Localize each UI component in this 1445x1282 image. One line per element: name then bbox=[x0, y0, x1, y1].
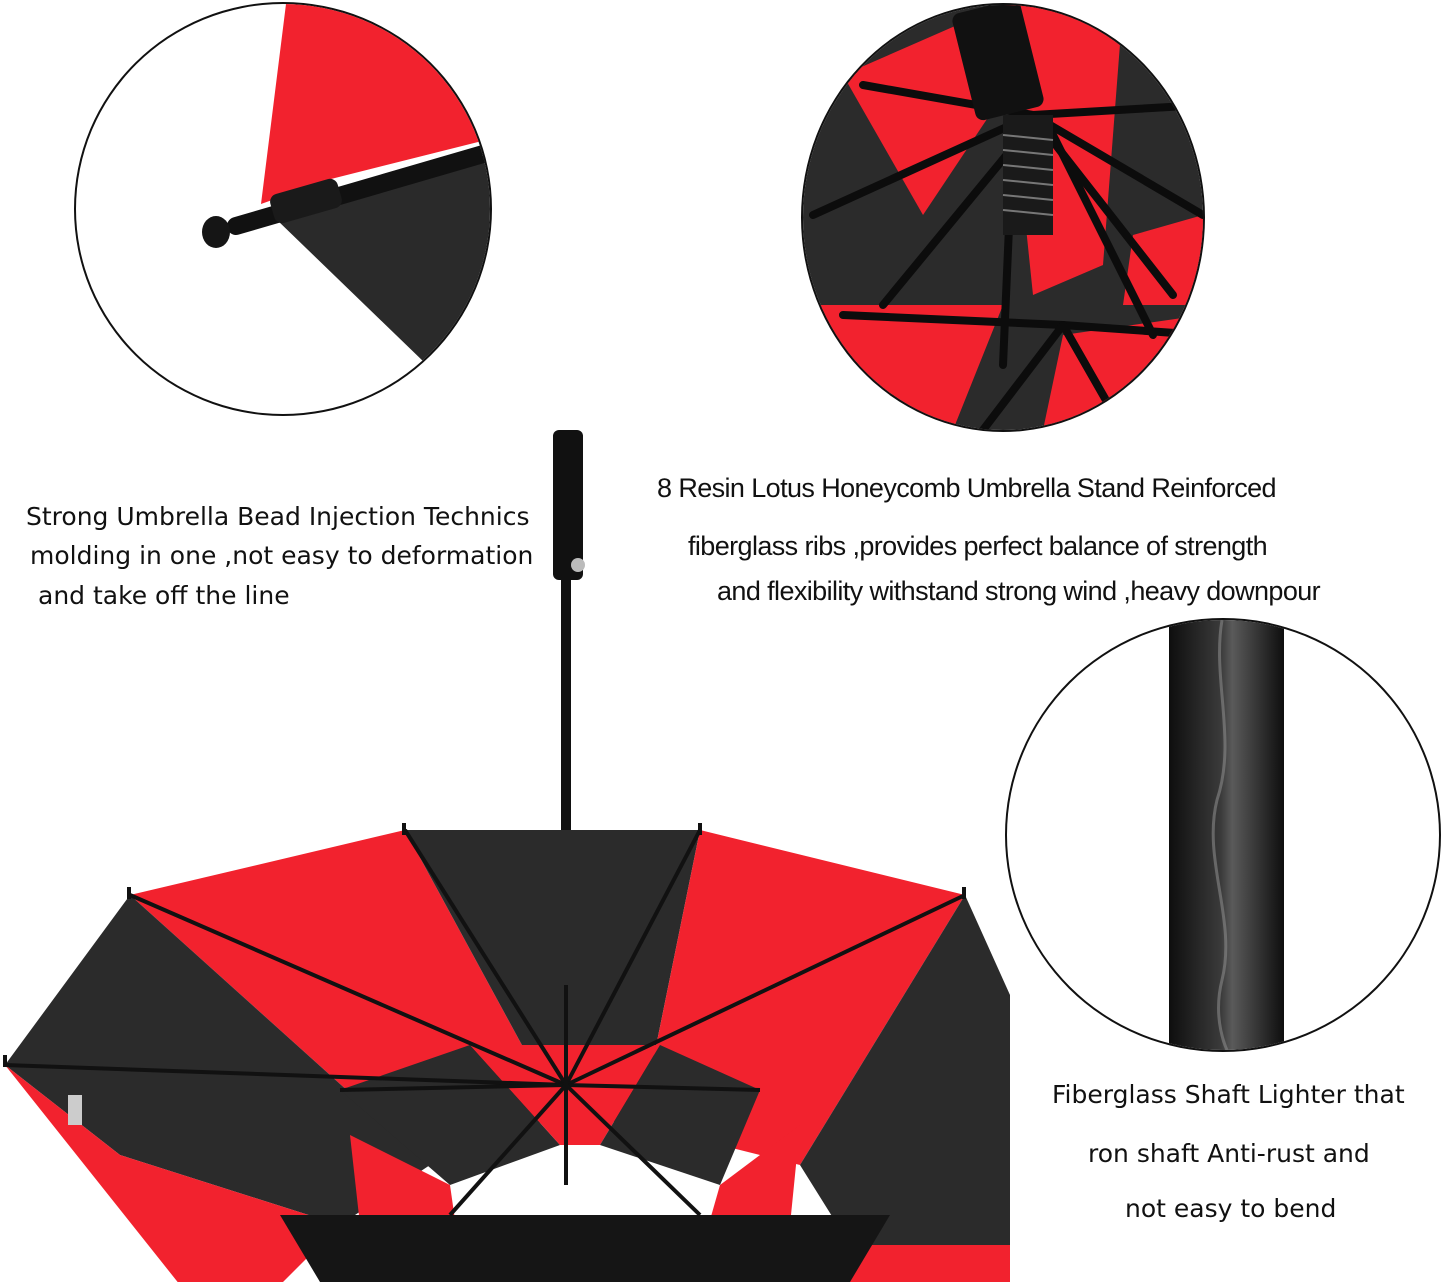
caption-shaft-line-3: not easy to bend bbox=[1125, 1194, 1337, 1223]
caption-frame-line-1: 8 Resin Lotus Honeycomb Umbrella Stand R… bbox=[657, 473, 1277, 503]
detail-circle-rib-tip bbox=[74, 2, 492, 416]
caption-frame-line-3: and flexibility withstand strong wind ,h… bbox=[717, 576, 1321, 606]
detail-circle-shaft bbox=[1005, 618, 1441, 1052]
umbrella-product-image bbox=[0, 425, 1010, 1282]
umbrella-icon bbox=[3, 430, 1010, 1282]
umbrella-bead-tip-icon bbox=[202, 4, 490, 414]
shaft-closeup-icon bbox=[1169, 620, 1284, 1050]
detail-circle-frame bbox=[801, 3, 1205, 432]
caption-shaft-line-1: Fiberglass Shaft Lighter that bbox=[1052, 1080, 1405, 1109]
caption-shaft-line-2: ron shaft Anti-rust and bbox=[1088, 1139, 1370, 1168]
caption-bead-line-1: Strong Umbrella Bead Injection Technics bbox=[26, 502, 530, 531]
caption-bead-line-2: molding in one ,not easy to deformation bbox=[30, 541, 534, 570]
caption-bead-line-3: and take off the line bbox=[38, 581, 290, 610]
rib-frame-icon bbox=[803, 5, 1203, 430]
caption-frame-line-2: fiberglass ribs ,provides perfect balanc… bbox=[688, 531, 1268, 561]
